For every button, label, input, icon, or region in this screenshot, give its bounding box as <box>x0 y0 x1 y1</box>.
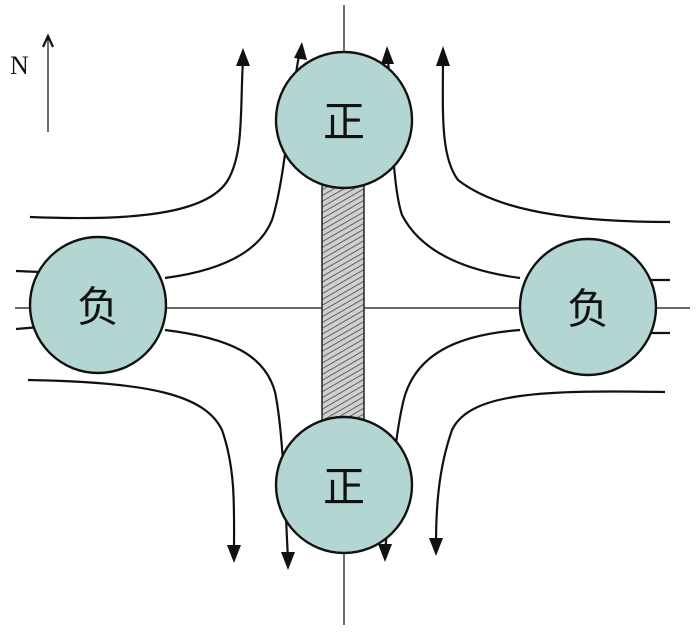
center-top: 正 <box>274 50 414 190</box>
tick-left-upper <box>15 269 41 274</box>
arrowhead-up-icon <box>236 48 250 66</box>
flow-line-lower-right-inner <box>383 328 521 553</box>
north-arrow-head-icon <box>41 33 55 48</box>
flow-line-upper-left-outer <box>29 59 245 220</box>
arrowhead-down-icon <box>281 552 295 570</box>
arrowhead-up-icon <box>381 46 394 64</box>
arrowhead-down-icon <box>429 538 443 556</box>
center-right: 负 <box>518 237 658 377</box>
north-label: N <box>10 51 29 80</box>
arrowheads <box>227 42 450 570</box>
center-bottom-circle <box>274 415 414 555</box>
arrowhead-up-icon <box>436 46 450 66</box>
flow-line-upper-right-outer <box>441 57 671 224</box>
arrowhead-down-icon <box>378 544 392 562</box>
center-left-circle <box>28 235 168 375</box>
center-right-label: 负 <box>567 285 609 334</box>
flow-line-upper-right-inner <box>386 57 521 280</box>
center-left: 负 <box>28 235 168 375</box>
arrowhead-down-icon <box>227 545 241 563</box>
flow-line-lower-left-outer <box>27 378 236 553</box>
arrowhead-up-icon <box>294 42 307 60</box>
hatched-band <box>321 181 365 423</box>
center-top-label: 正 <box>323 98 365 147</box>
center-top-circle <box>274 50 414 190</box>
center-right-circle <box>518 237 658 377</box>
flow-line-lower-right-outer <box>434 390 666 546</box>
center-bottom: 正 <box>274 415 414 555</box>
center-left-label: 负 <box>77 283 119 332</box>
center-bottom-label: 正 <box>323 463 365 512</box>
flow-line-upper-left-inner <box>164 49 302 280</box>
